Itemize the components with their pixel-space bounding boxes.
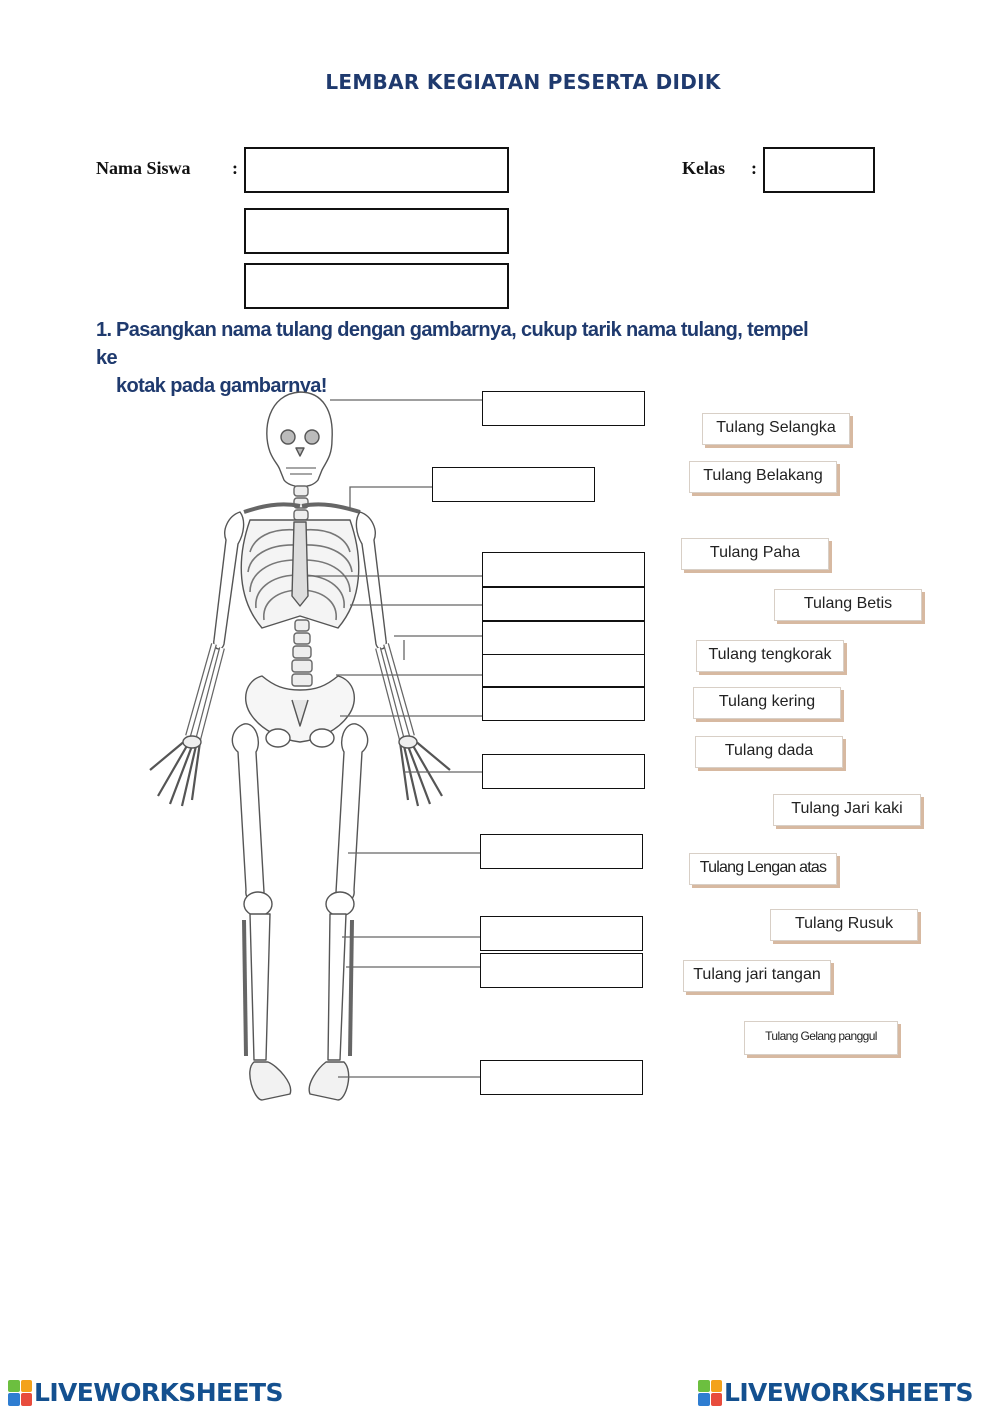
answer-box-9[interactable] xyxy=(480,834,643,869)
finger-bones xyxy=(149,739,451,807)
student-name-field-3[interactable] xyxy=(244,263,509,309)
class-field[interactable] xyxy=(763,147,875,193)
femur xyxy=(231,723,265,903)
worksheet-title: LEMBAR KEGIATAN PESERTA DIDIK xyxy=(325,70,721,94)
bone-chip-betis[interactable]: Tulang Betis xyxy=(774,589,922,621)
answer-box-2[interactable] xyxy=(432,467,595,502)
fibula xyxy=(242,919,248,1057)
answer-box-10[interactable] xyxy=(480,916,643,951)
answer-box-8[interactable] xyxy=(482,754,645,789)
answer-box-6[interactable] xyxy=(482,654,645,687)
clavicle xyxy=(243,502,361,514)
answer-box-11[interactable] xyxy=(480,953,643,988)
bone-chip-jari-kaki[interactable]: Tulang Jari kaki xyxy=(773,794,921,826)
student-name-label: Nama Siswa xyxy=(96,158,191,178)
liveworksheets-logo-icon xyxy=(8,1379,32,1406)
liveworksheets-logo-icon xyxy=(698,1379,722,1406)
class-colon: : xyxy=(751,158,757,178)
toe-bones xyxy=(249,1061,292,1101)
bone-chip-belakang[interactable]: Tulang Belakang xyxy=(689,461,837,493)
student-name-field-2[interactable] xyxy=(244,208,509,254)
student-name-field-1[interactable] xyxy=(244,147,509,193)
bone-chip-gelang-panggul[interactable]: Tulang Gelang panggul xyxy=(744,1021,898,1055)
class-label: Kelas xyxy=(682,158,725,178)
bone-chip-kering[interactable]: Tulang kering xyxy=(693,687,841,719)
answer-box-7[interactable] xyxy=(482,687,645,721)
bone-chip-rusuk[interactable]: Tulang Rusuk xyxy=(770,909,918,941)
sternum xyxy=(291,521,309,607)
bone-chip-lengan-atas[interactable]: Tulang Lengan atas xyxy=(689,853,837,885)
answer-box-3[interactable] xyxy=(482,552,645,587)
answer-box-1[interactable] xyxy=(482,391,645,426)
humerus xyxy=(213,511,245,650)
answer-box-5[interactable] xyxy=(482,621,645,655)
bone-chip-tengkorak[interactable]: Tulang tengkorak xyxy=(696,640,844,672)
brand-wordmark: LIVEWORKSHEETS xyxy=(34,1378,283,1407)
bone-chip-dada[interactable]: Tulang dada xyxy=(695,736,843,768)
answer-box-4[interactable] xyxy=(482,587,645,621)
instruction: 1.Pasangkan nama tulang dengan gambarnya… xyxy=(96,316,816,400)
skeleton-illustration xyxy=(149,391,451,1101)
bone-chip-jari-tangan[interactable]: Tulang jari tangan xyxy=(683,960,831,992)
footer-brand-right: LIVEWORKSHEETS xyxy=(698,1378,973,1407)
bone-chip-selangka[interactable]: Tulang Selangka xyxy=(702,413,850,445)
brand-wordmark: LIVEWORKSHEETS xyxy=(724,1378,973,1407)
student-name-colon: : xyxy=(232,158,238,178)
tibia xyxy=(249,913,271,1061)
bone-chip-paha[interactable]: Tulang Paha xyxy=(681,538,829,570)
skull xyxy=(266,391,333,488)
leader-lines xyxy=(308,399,482,1078)
instruction-line-2: kotak pada gambarnya! xyxy=(116,375,327,397)
instruction-number: 1. xyxy=(96,319,112,341)
answer-box-12[interactable] xyxy=(480,1060,643,1095)
footer-brand-left: LIVEWORKSHEETS xyxy=(8,1378,283,1407)
instruction-line-1: Pasangkan nama tulang dengan gambarnya, … xyxy=(96,319,809,369)
